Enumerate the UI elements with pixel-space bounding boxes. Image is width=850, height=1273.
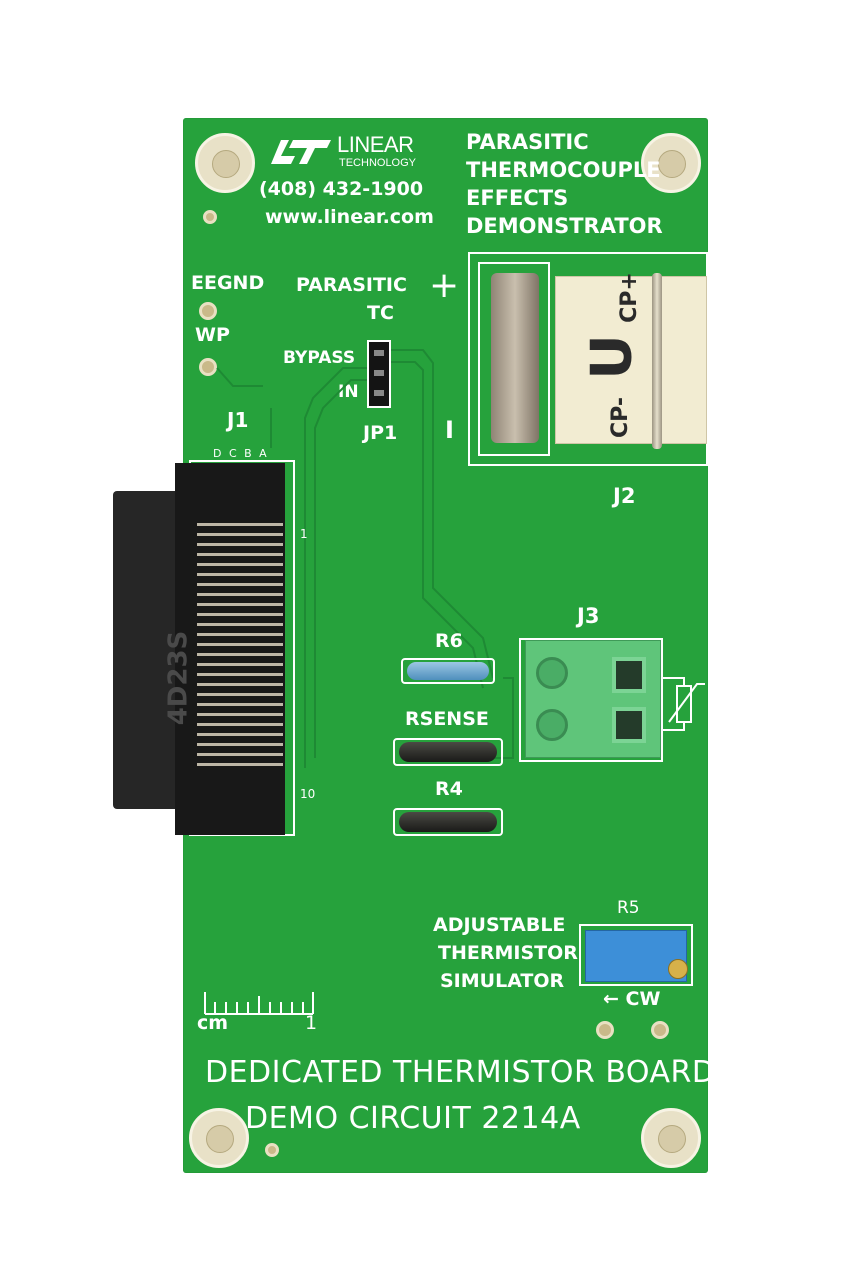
adjustable-label-line-2: THERMISTOR [438,942,578,964]
r5-label: R5 [617,898,640,918]
plug-u-label: U [579,334,645,380]
bypass-label: BYPASS [283,348,356,368]
pcb-board: LINEAR TECHNOLOGY (408) 432-1900 www.lin… [113,118,715,1173]
r5-trim-pot[interactable] [585,930,688,982]
j1-edge-connector[interactable]: 4D23S [113,463,285,835]
j2-metal-clip [491,273,539,443]
ruler-one-label: 1 [305,1012,318,1034]
tc-label: TC [367,302,394,324]
rsense-label: RSENSE [405,708,489,730]
j3-label: J3 [577,604,600,628]
j3-outline [519,638,663,762]
title-line-2: THERMOCOUPLE [466,158,661,182]
thermistor-symbol-icon [661,677,705,731]
j1-label: J1 [227,408,249,432]
ruler-icon [204,992,314,1015]
minus-label: I [445,416,454,444]
ruler-cm-label: cm [197,1012,229,1034]
j3-screw-2[interactable] [536,709,568,741]
r4-resistor[interactable] [399,812,497,832]
in-label: IN [338,382,359,402]
r4-label: R4 [435,778,463,800]
j1-pin-contacts [197,523,283,773]
test-point-eegnd [199,302,217,320]
rsense-outline [393,738,503,766]
j3-wire-slot-2[interactable] [612,707,646,743]
j2-thermocouple-plug[interactable]: CP+ U CP- [555,272,707,449]
mounting-hole-top-right [641,133,701,193]
title-line-4: DEMONSTRATOR [466,214,663,238]
plug-cp-minus-label: CP- [608,396,634,439]
r5-pad-left [596,1021,614,1039]
r6-outline [401,658,495,684]
jp1-pin [374,370,384,376]
footer-line-2: DEMO CIRCUIT 2214A [245,1101,581,1136]
j2-label: J2 [613,484,636,508]
phone-number: (408) 432-1900 [259,178,424,200]
footer-line-1: DEDICATED THERMISTOR BOARD [205,1055,716,1090]
j1-connector-code: 4D23S [163,630,194,726]
logo-brand-line1: LINEAR [337,132,414,157]
jp1-label: JP1 [363,422,398,444]
adjustable-label-line-1: ADJUSTABLE [433,914,566,936]
mounting-hole-bottom-right [641,1108,701,1168]
wp-label: WP [195,324,230,346]
r4-outline [393,808,503,836]
rsense-resistor[interactable] [399,742,497,762]
parasitic-label: PARASITIC [296,274,407,296]
j3-screw-1[interactable] [536,657,568,689]
j1-column-labels: D C B A [213,447,269,460]
jp1-pin [374,390,384,396]
cw-label: ← CW [603,988,661,1010]
test-point-wp [199,358,217,376]
via [265,1143,279,1157]
mounting-hole-top-left [195,133,255,193]
plug-cp-plus-label: CP+ [616,272,642,323]
j3-wire-slot-1[interactable] [612,657,646,693]
plug-pin [652,273,662,449]
j1-pin10-label: 10 [300,787,316,801]
linear-logo: LINEAR TECHNOLOGY [265,134,435,174]
trim-screw-icon[interactable] [668,959,688,979]
r6-label: R6 [435,630,463,652]
r5-outline [579,924,693,986]
jp1-pin [374,350,384,356]
r5-pad-right [651,1021,669,1039]
logo-brand-line2: TECHNOLOGY [339,157,417,169]
j2-outline [468,252,708,466]
title-line-3: EFFECTS [466,186,569,210]
plus-label: + [429,265,460,306]
adjustable-label-line-3: SIMULATOR [440,970,565,992]
j2-inner-outline [478,262,550,456]
jp1-jumper-header[interactable] [367,340,391,408]
website: www.linear.com [265,206,434,228]
via [203,210,217,224]
mounting-hole-bottom-left [189,1108,249,1168]
title-line-1: PARASITIC [466,130,589,154]
lt-logo-icon [271,140,331,164]
j1-pin1-label: 1 [300,527,308,541]
j3-terminal-block[interactable] [525,640,661,758]
r6-resistor[interactable] [407,662,489,680]
eegnd-label: EEGND [191,272,265,294]
